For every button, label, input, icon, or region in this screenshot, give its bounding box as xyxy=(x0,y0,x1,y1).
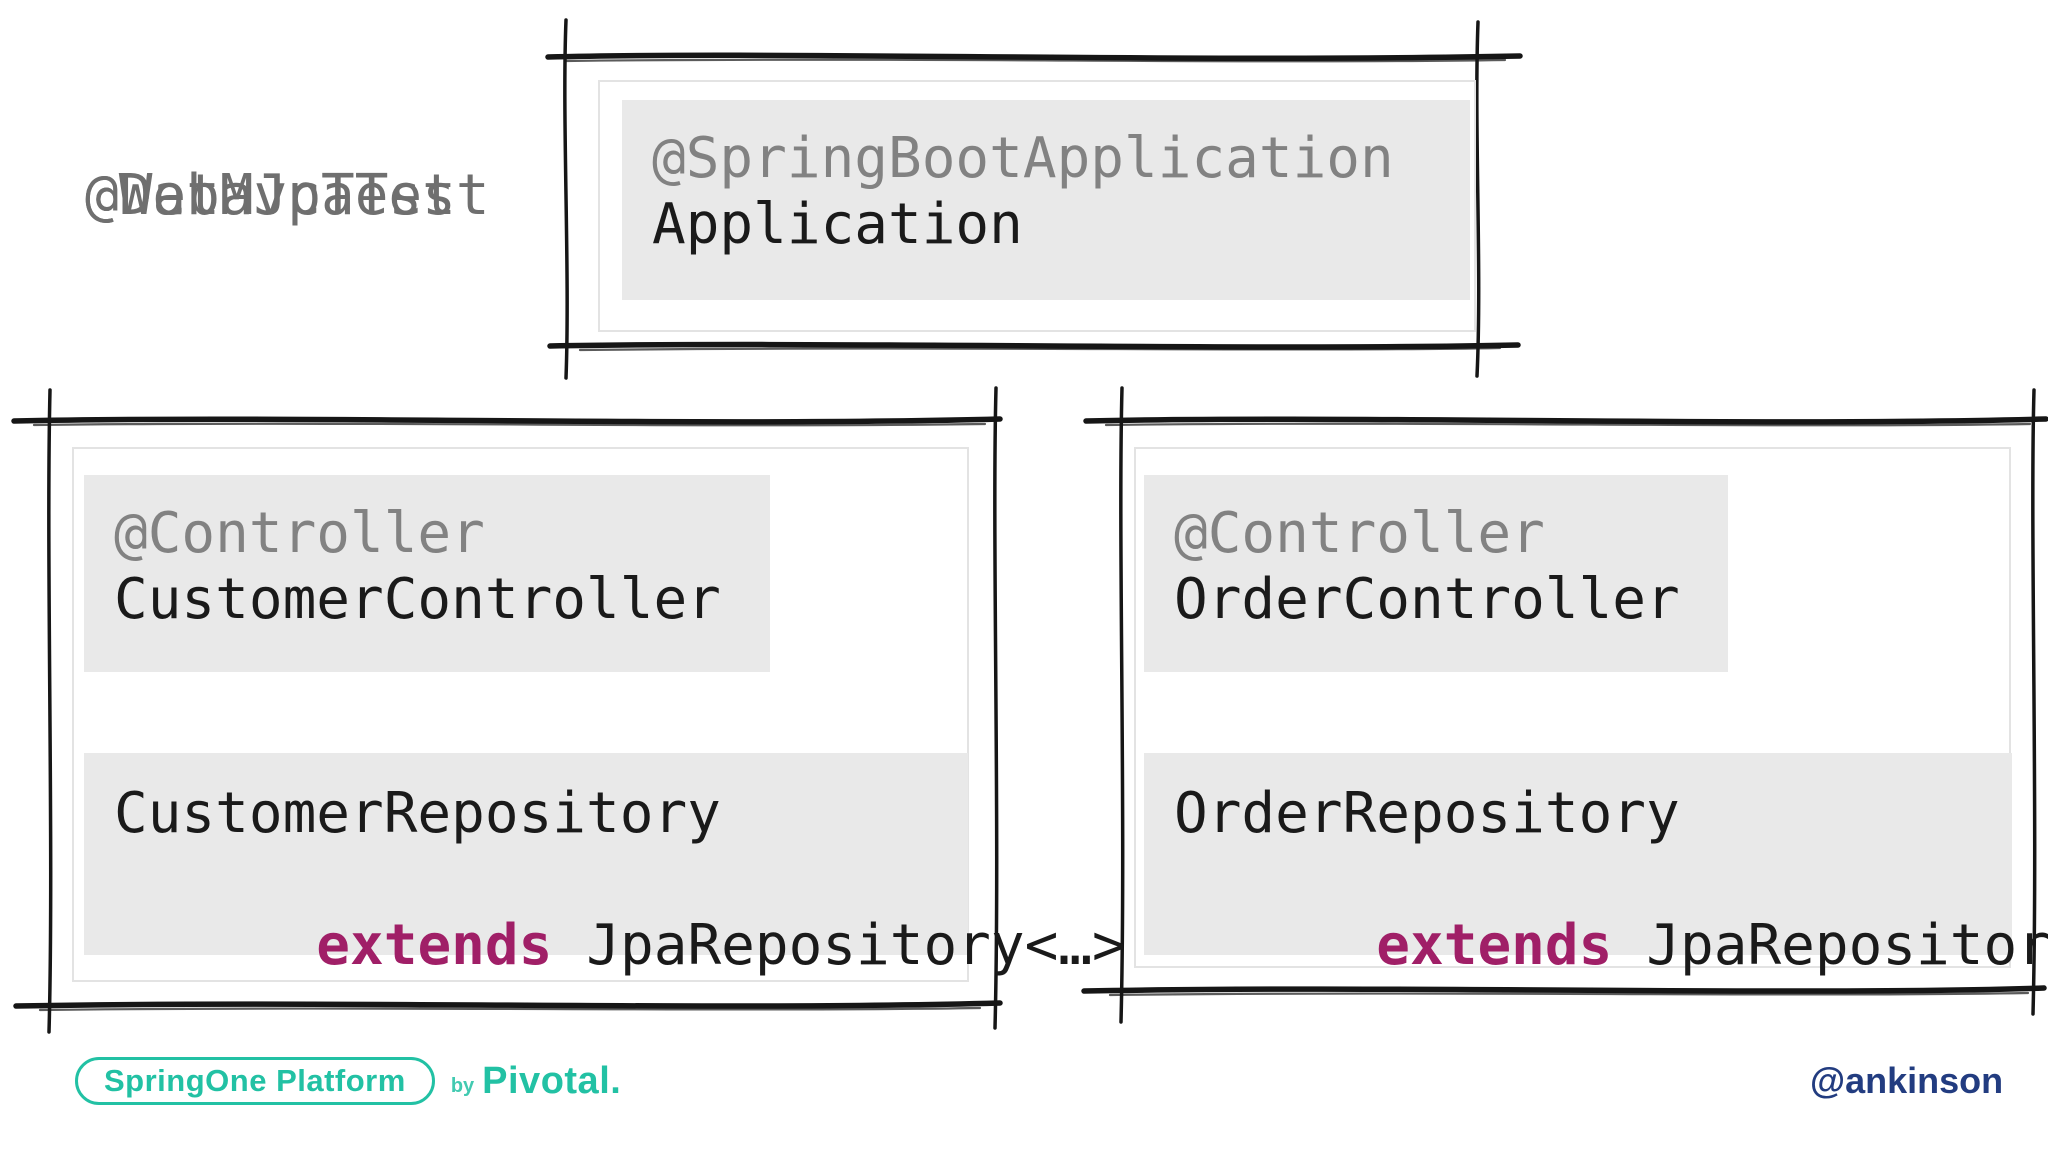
application-box-card xyxy=(598,80,1476,332)
pivotal-logo-text: Pivotal. xyxy=(482,1059,622,1102)
order-controller-class-name: OrderController xyxy=(1174,567,1680,632)
app-box-top-line-echo xyxy=(564,58,1507,63)
twitter-handle: @ankinson xyxy=(1810,1060,2004,1101)
customer-box-left-line xyxy=(47,388,53,1034)
overlay-text-webmvctest: @WebMvcTest xyxy=(85,163,456,228)
order-box-top-line xyxy=(1083,416,2048,425)
app-box-bottom-line xyxy=(547,341,1521,350)
order-repository-class-name: OrderRepository xyxy=(1174,781,1680,846)
application-class-name: Application xyxy=(652,192,1023,257)
customer-repository-signature-line: extends JpaRepository<…> xyxy=(114,847,1125,1045)
order-repository-extends-keyword: extends xyxy=(1376,913,1613,978)
springone-platform-logo-text: SpringOne Platform xyxy=(104,1063,406,1098)
customer-box-top-line-echo xyxy=(32,422,987,427)
order-repository-signature-line: extends JpaRepository<…> xyxy=(1174,847,2048,1045)
test-annotation-overlay: @DataJpaTest @WebMvcTest xyxy=(85,163,605,229)
overlay-text-datajpatest: @DataJpaTest xyxy=(85,163,490,228)
customer-box-top-line xyxy=(11,416,1003,425)
by-label: by xyxy=(450,1074,475,1097)
application-chip: @SpringBootApplication Application xyxy=(622,100,1470,300)
customer-repository-chip: CustomerRepository extends JpaRepository<… xyxy=(84,753,1126,978)
customer-repository-class-name: CustomerRepository xyxy=(114,781,721,846)
springone-platform-logo: SpringOne Platform xyxy=(75,1057,435,1105)
order-box-top-line-echo xyxy=(1104,422,2032,427)
app-box-top-line xyxy=(545,52,1523,62)
order-controller-chip: @Controller OrderController xyxy=(1144,475,1728,672)
customer-controller-class-name: CustomerController xyxy=(114,567,721,632)
customer-controller-annotation: @Controller xyxy=(114,501,485,566)
order-repository-signature: JpaRepository<…> xyxy=(1646,913,2048,978)
app-box-right-line xyxy=(1475,20,1481,378)
application-annotation: @SpringBootApplication xyxy=(652,126,1394,191)
customer-repository-extends-keyword: extends xyxy=(316,913,553,978)
customer-controller-chip: @Controller CustomerController xyxy=(84,475,770,672)
app-box-bottom-line-echo xyxy=(578,346,1502,352)
order-controller-annotation: @Controller xyxy=(1174,501,1545,566)
order-box-card xyxy=(1134,447,2011,968)
customer-box-card xyxy=(72,447,969,982)
footer-branding: SpringOne Platform by Pivotal. xyxy=(75,1054,621,1108)
customer-repository-signature: JpaRepository<…> xyxy=(586,913,1126,978)
order-repository-chip: OrderRepository extends JpaRepository<…> xyxy=(1144,753,2048,978)
